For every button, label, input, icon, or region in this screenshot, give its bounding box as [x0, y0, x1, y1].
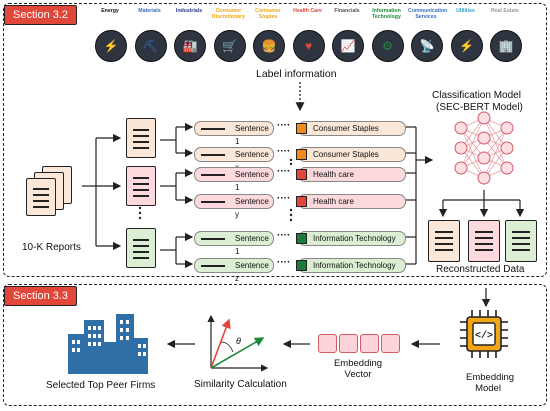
- label-color-square: [296, 260, 307, 271]
- sector-label-tag: Consumer Staples: [298, 147, 406, 162]
- reconstructed-doc-pink: [468, 220, 500, 262]
- label-color-square: [296, 123, 307, 134]
- finance-chart-icon: 📈: [332, 30, 364, 62]
- sentence-dash: [201, 265, 225, 267]
- category-label-consumer-discretionary: Consumer Discretionary: [211, 8, 246, 20]
- sector-label-tag: Information Technology: [298, 231, 406, 246]
- sector-label-tag: Health care: [298, 194, 406, 209]
- sentence-text: Sentence y: [235, 197, 269, 219]
- category-label-real-estate: Real Estate: [491, 8, 519, 14]
- sentence-text: Sentence z: [235, 261, 269, 283]
- building-icon: 🏢: [490, 30, 522, 62]
- ellipsis-icon: ····: [277, 257, 291, 268]
- section-3-3-panel: [3, 284, 547, 406]
- section-3-3-tag: Section 3.3: [4, 286, 78, 306]
- energy-icon: ⚡: [95, 30, 127, 62]
- similarity-calculation-label: Similarity Calculation: [194, 379, 287, 390]
- sentence-text: Sentence 1: [235, 124, 269, 146]
- category-label-energy: Energy: [101, 8, 119, 14]
- category-label-industrials: Industrials: [175, 8, 203, 14]
- ellipsis-icon: ····: [277, 193, 291, 204]
- label-color-square: [296, 169, 307, 180]
- doc-information-technology: [126, 228, 156, 268]
- cart-icon: 🛒: [213, 30, 246, 62]
- sentence-dash: [201, 174, 225, 176]
- sentence-pill: Sentence z: [194, 258, 274, 283]
- classification-model-title-line1: Classification Model: [432, 90, 521, 101]
- category-label-financials: Financials: [334, 8, 360, 14]
- food-icon: 🍔: [253, 30, 285, 62]
- antenna-icon: 📡: [411, 30, 443, 62]
- ellipsis-icon: ····: [277, 166, 291, 177]
- ellipsis-icon: ····: [277, 146, 291, 157]
- category-label-consumer-staples: Consumer Staples: [255, 8, 281, 20]
- category-label-health-care: Health Care: [293, 8, 322, 14]
- sentence-dash: [201, 201, 225, 203]
- sector-label-tag: Information Technology: [298, 258, 406, 273]
- reconstructed-data-label: Reconstructed Data: [436, 264, 525, 275]
- embedding-model-label: Embedding Model: [466, 372, 515, 394]
- peer-firms-buildings-icon: [68, 314, 148, 374]
- reports-label: 10-K Reports: [22, 242, 81, 253]
- label-information-text: Label information: [256, 68, 337, 80]
- category-label-information-technology: Information Technology: [372, 8, 401, 20]
- reconstructed-doc-green: [505, 220, 537, 262]
- sentence-pill: Sentence y: [194, 194, 274, 219]
- label-color-square: [296, 149, 307, 160]
- doc-consumer-staples: [126, 118, 156, 158]
- power-tower-icon: ⚡: [450, 30, 483, 62]
- classification-model-title-line2: (SEC-BERT Model): [436, 102, 523, 113]
- theta-label: θ: [236, 336, 241, 346]
- materials-icon: ⛏: [134, 30, 167, 62]
- section-3-2-panel: [3, 3, 547, 277]
- sector-label-tag: Health care: [298, 167, 406, 182]
- ellipsis-icon: ····: [277, 120, 291, 131]
- svg-text:</>: </>: [475, 330, 493, 342]
- similarity-vectors-icon: [207, 314, 269, 372]
- sentence-pill: Sentence 1: [194, 167, 274, 192]
- chip-icon: ⚙: [371, 30, 404, 62]
- sentence-pill: Sentence 1: [194, 231, 274, 256]
- sentence-dash: [201, 128, 225, 130]
- label-color-square: [296, 196, 307, 207]
- embedding-model-chip-icon: </>: [460, 310, 508, 358]
- label-color-square: [296, 233, 307, 244]
- sentence-dash: [201, 238, 225, 240]
- sentence-text: Sentence 1: [235, 234, 269, 256]
- selected-peer-firms-label: Selected Top Peer Firms: [46, 380, 156, 391]
- industrials-icon: 🏭: [174, 30, 206, 62]
- category-label-communication-services: Communication Services: [408, 8, 448, 20]
- report-doc-front: [26, 178, 56, 216]
- ellipsis-icon: ····: [277, 230, 291, 241]
- embedding-vector-label: Embedding Vector: [333, 358, 383, 380]
- sector-label-tag: Consumer Staples: [298, 121, 406, 136]
- sentence-text: Sentence 1: [235, 170, 269, 192]
- neural-net-nodes: [454, 111, 514, 185]
- category-label-materials: Materials: [138, 8, 161, 14]
- section-3-2-tag: Section 3.2: [4, 5, 78, 25]
- heart-icon: ♥: [292, 30, 325, 62]
- sentence-pill: Sentence x: [194, 147, 274, 172]
- sentence-dash: [201, 154, 225, 156]
- reconstructed-doc-orange: [428, 220, 460, 262]
- doc-health-care: [126, 166, 156, 206]
- category-label-utilities: Utilities: [456, 8, 475, 14]
- sentence-pill: Sentence 1: [194, 121, 274, 146]
